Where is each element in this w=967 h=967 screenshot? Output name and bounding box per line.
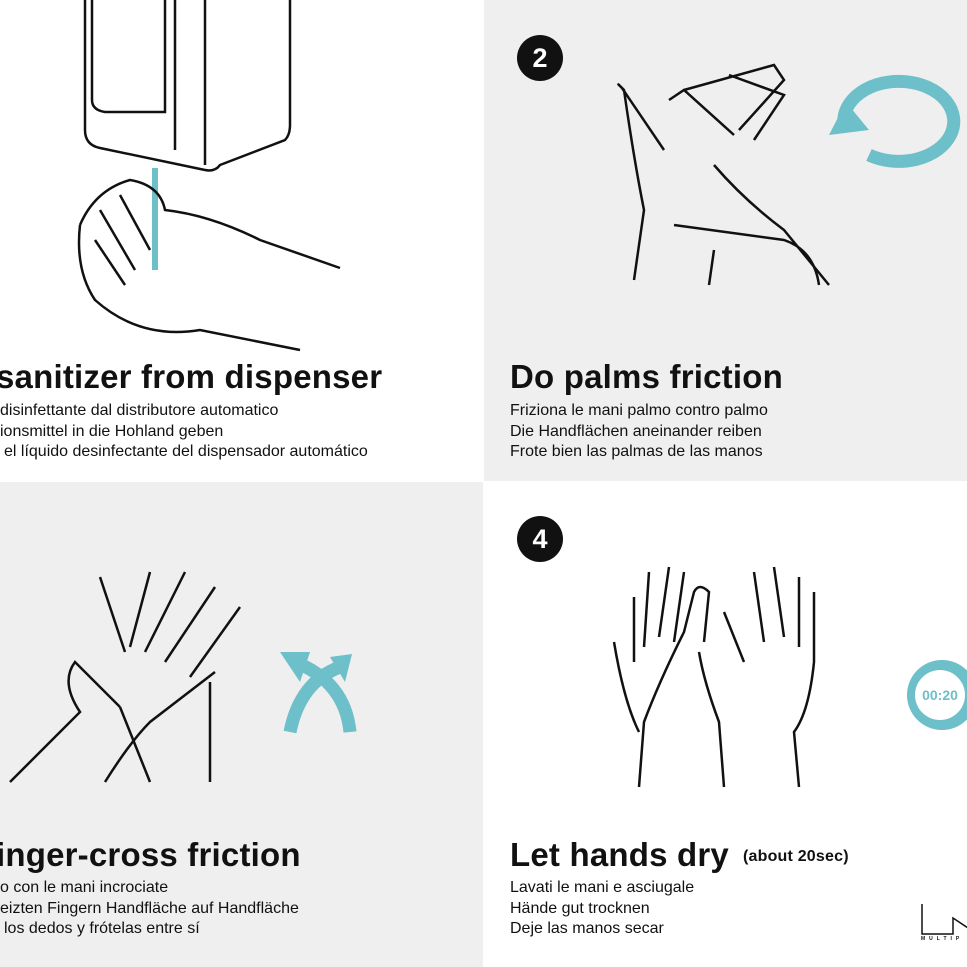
step-number-badge: 2 — [517, 35, 563, 81]
description-german: ionsmittel in die Hohland geben — [0, 422, 224, 440]
step-title: inger-cross friction — [0, 836, 301, 873]
step-description: Friziona le mani palmo contro palmo Die … — [510, 401, 768, 463]
description-italian: disinfettante dal distributore automatic… — [0, 402, 279, 419]
description-italian: Friziona le mani palmo contro palmo — [510, 402, 768, 419]
finger-cross-illustration — [9, 571, 357, 783]
step-title: Let hands dry (about 20sec) — [510, 836, 849, 874]
step-4-panel: 4 00:20 Let hands dry (about 20sec) Lavat… — [484, 482, 967, 967]
description-spanish: el líquido desinfectante del dispensador… — [4, 443, 368, 460]
step-2-panel: 2 Do palms friction Friziona le mani pal… — [484, 0, 967, 481]
step-title: Do palms friction — [510, 358, 783, 395]
description-german: eizten Fingern Handfläche auf Handfläche — [0, 899, 299, 917]
description-italian: o con le mani incrociate — [0, 879, 169, 896]
logo-text: MULTIP — [921, 936, 964, 942]
step-description: disinfettante dal distributore automatic… — [0, 401, 368, 463]
description-german: Hände gut trocknen — [510, 899, 650, 917]
step-description: Lavati le mani e asciugale Hände gut tro… — [510, 878, 694, 940]
timer-icon: 00:20 — [907, 660, 967, 730]
step-1-panel: 1 sanitizer from dispenser disinfettante… — [0, 0, 483, 481]
duration-note: (about 20sec) — [742, 848, 849, 866]
description-german: Die Handflächen aneinander reiben — [510, 422, 762, 440]
description-spanish: Frote bien las palmas de las manos — [510, 443, 763, 460]
description-spanish: Deje las manos secar — [510, 920, 664, 937]
drying-hands-illustration — [612, 566, 816, 788]
step-title-text: Let hands dry — [510, 836, 729, 873]
description-spanish: los dedos y frótelas entre sí — [4, 920, 200, 937]
step-3-panel: inger-cross friction o con le mani incro… — [0, 482, 483, 967]
step-description: o con le mani incrociate eizten Fingern … — [0, 878, 299, 940]
dispenser-hand-illustration — [77, 0, 341, 352]
brand-logo: MULTIP — [921, 902, 967, 942]
palms-friction-illustration — [617, 63, 961, 286]
step-title: sanitizer from dispenser — [0, 358, 383, 395]
timer-label: 00:20 — [915, 670, 965, 720]
step-number-badge: 4 — [517, 516, 563, 562]
description-italian: Lavati le mani e asciugale — [510, 879, 695, 896]
